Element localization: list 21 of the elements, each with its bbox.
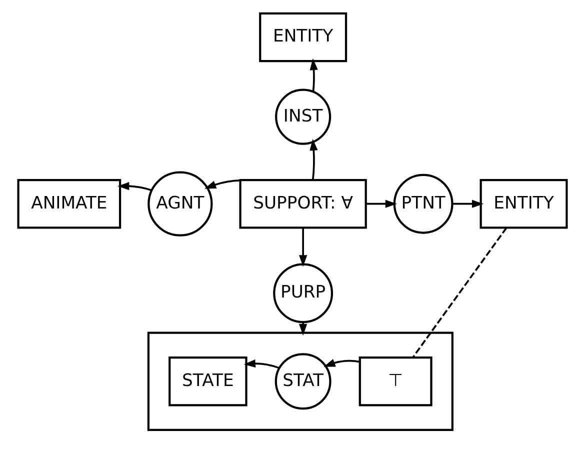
- node-box: ⊤: [358, 356, 432, 406]
- node-circle: PTNT: [392, 174, 453, 234]
- arrow: [309, 58, 318, 92]
- connector: [412, 227, 507, 358]
- arrow: [452, 200, 484, 208]
- node-circle: AGNT: [147, 171, 212, 236]
- arrow: [204, 179, 240, 189]
- node-circle: INST: [274, 88, 331, 145]
- node-box: ANIMATE: [16, 179, 121, 229]
- cluster: [146, 332, 453, 432]
- node-box: STATE: [168, 356, 247, 406]
- node-circle: STAT: [274, 353, 331, 410]
- arrow: [366, 200, 397, 208]
- node-box: ENTITY: [479, 179, 568, 229]
- arrow: [117, 182, 152, 192]
- node-box: SUPPORT: ∀: [238, 179, 366, 229]
- arrow: [323, 359, 360, 367]
- arrow: [298, 228, 307, 267]
- node-box: ENTITY: [258, 12, 347, 62]
- arrow: [243, 359, 279, 369]
- arrow: [309, 138, 318, 180]
